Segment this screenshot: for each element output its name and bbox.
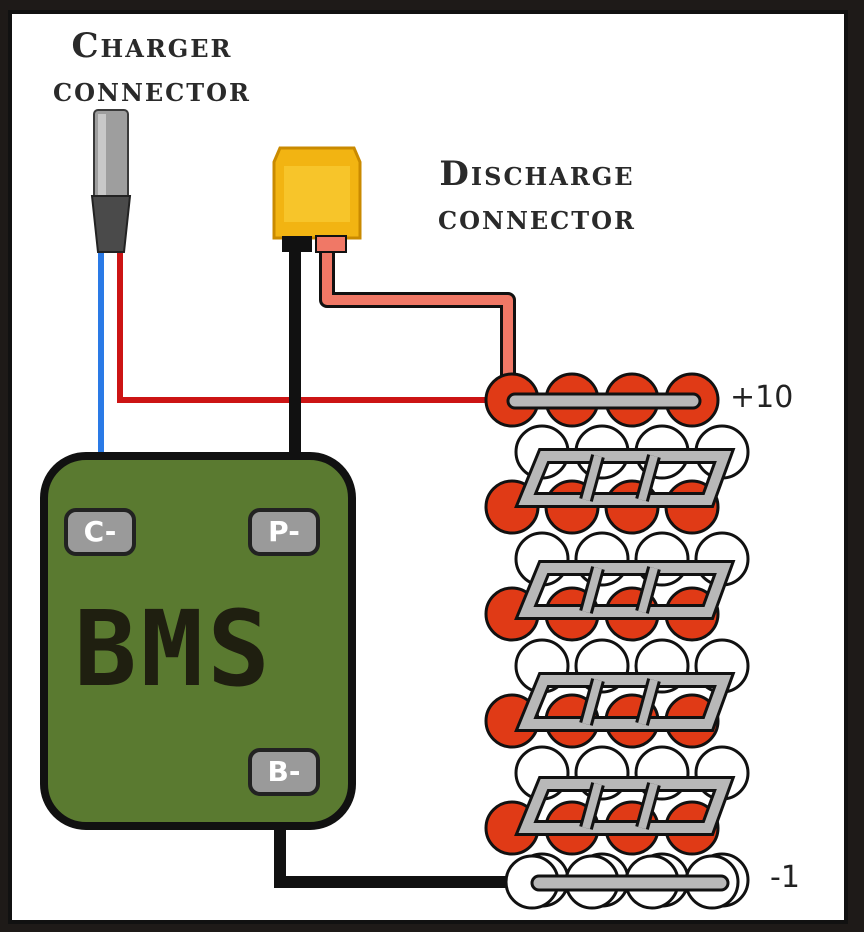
xt60-connector [272, 146, 362, 253]
pack-positive-busbar [506, 392, 702, 410]
nickel-strip-rung [582, 454, 602, 502]
charger-connector-label: Charger connector [22, 24, 282, 112]
nickel-strip [518, 451, 732, 505]
discharge-positive-wire-fill [322, 252, 513, 394]
pack-positive-label: +10 [730, 380, 794, 415]
nickel-strip [518, 563, 732, 617]
wiring-diagram [40, 109, 750, 910]
nickel-strip-rung [582, 782, 602, 830]
discharge-label-line2: connector [438, 198, 636, 238]
discharge-label-line1: Discharge [439, 154, 635, 194]
cell-negative-end [634, 531, 690, 587]
discharge-connector-label: Discharge connector [392, 152, 682, 240]
charger-label-line1: Charger [71, 26, 233, 66]
nickel-strip-rung [582, 678, 602, 726]
pack-negative-busbar [530, 874, 730, 892]
nickel-strip [518, 779, 732, 833]
nickel-strip [518, 675, 732, 729]
nickel-strip-rung [638, 782, 658, 830]
nickel-strip-rung [582, 566, 602, 614]
charger-label-line2: connector [53, 70, 251, 110]
charger-plug [90, 109, 132, 253]
charger-positive-wire [117, 252, 512, 403]
nickel-strip-rung [638, 678, 658, 726]
nickel-strip-outline [514, 448, 736, 508]
bms-title: BMS [74, 588, 274, 710]
battery-pack [484, 372, 750, 910]
bms-terminal-c: C- [64, 508, 136, 556]
diagram-frame: Charger connector Discharge connector C-… [8, 10, 848, 924]
discharge-positive-wire [319, 252, 516, 394]
nickel-strip-rung [638, 566, 658, 614]
bms-terminal-p: P- [248, 508, 320, 556]
bms-terminal-b: B- [248, 748, 320, 796]
nickel-strip-rung [638, 454, 658, 502]
pack-negative-label: -1 [770, 860, 800, 895]
